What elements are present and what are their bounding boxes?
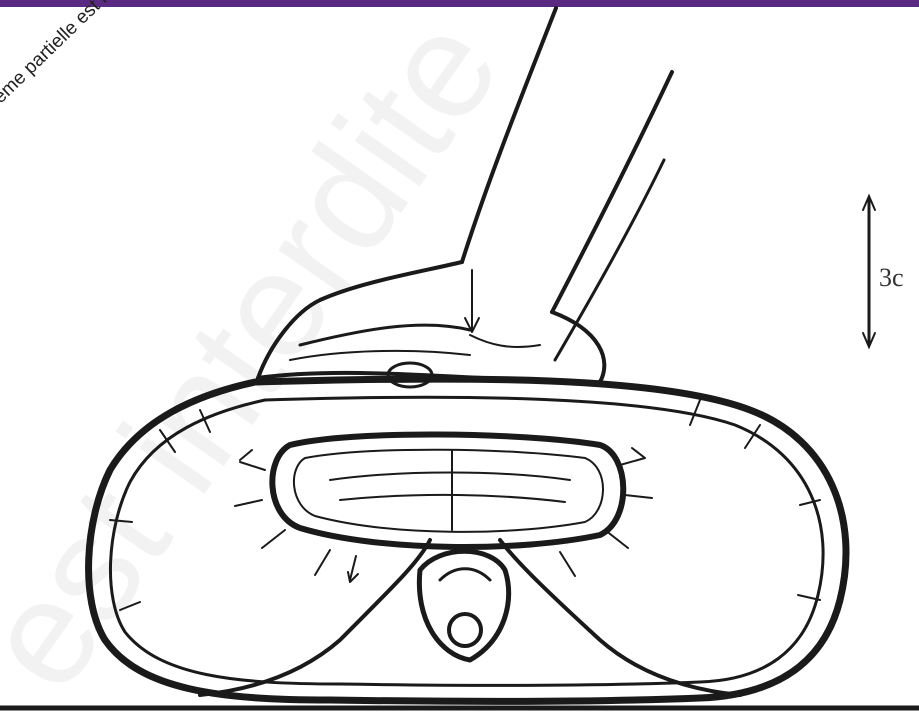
depth-scale-marker: [863, 196, 875, 347]
depth-scale-label: 3c: [879, 263, 904, 293]
